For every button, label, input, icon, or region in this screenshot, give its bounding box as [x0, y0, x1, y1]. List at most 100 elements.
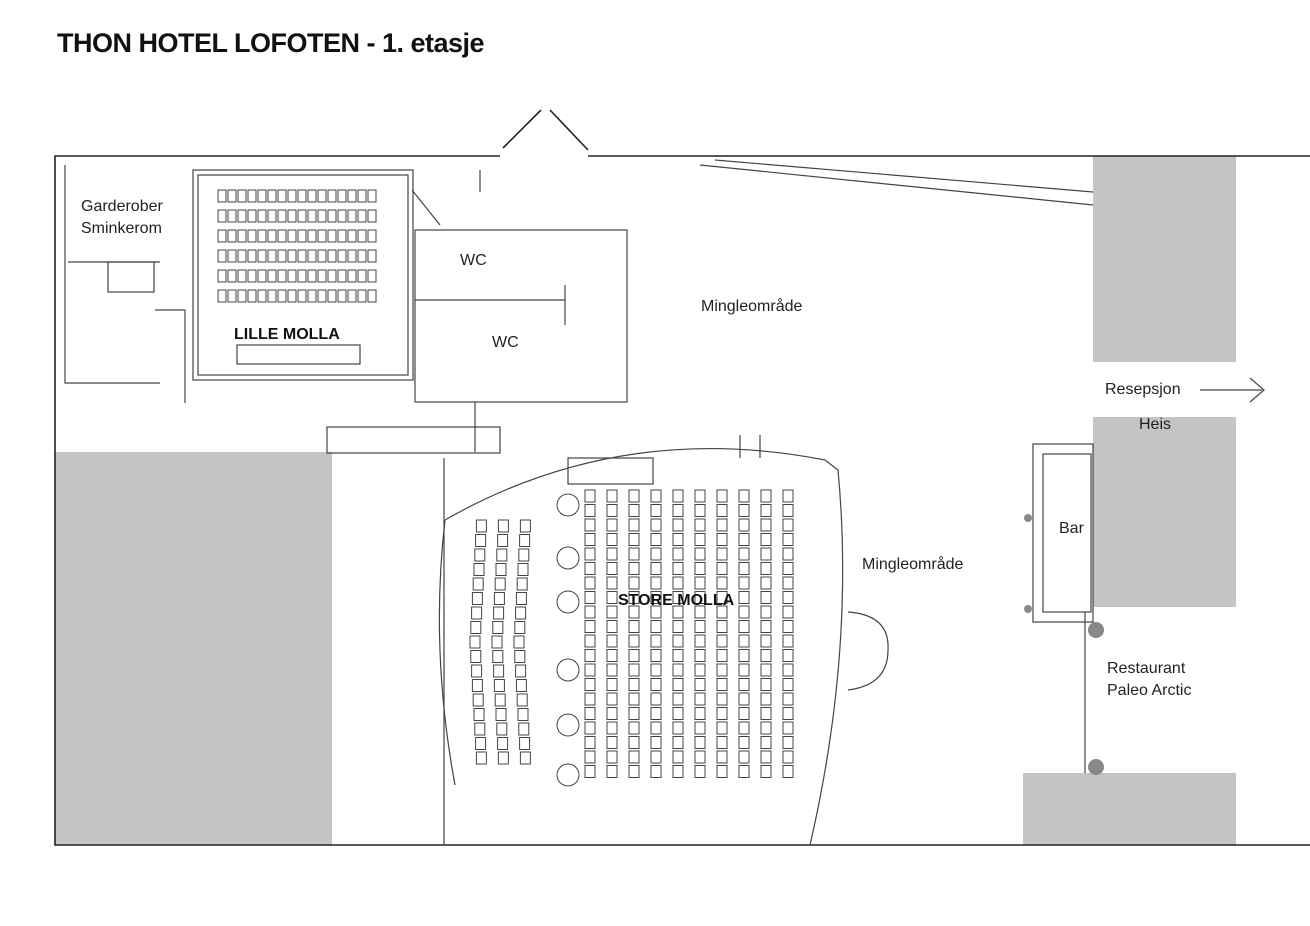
- seat: [584, 721, 596, 735]
- seat: [513, 635, 525, 649]
- seat: [347, 209, 357, 223]
- seat: [760, 591, 772, 604]
- seat: [497, 519, 509, 533]
- seat: [716, 547, 728, 561]
- seat: [494, 693, 506, 707]
- seat: [650, 692, 662, 706]
- seat: [237, 269, 247, 283]
- seat: [606, 721, 618, 735]
- seat: [672, 692, 684, 706]
- seat: [694, 721, 706, 735]
- seat: [584, 663, 596, 677]
- stairs: [567, 457, 654, 485]
- seat: [519, 751, 531, 765]
- seat: [470, 650, 482, 663]
- seat: [672, 736, 684, 749]
- seat: [760, 721, 772, 735]
- seat: [327, 209, 337, 223]
- seat: [650, 504, 662, 517]
- seat: [694, 518, 706, 532]
- seat: [760, 504, 772, 517]
- seat: [327, 249, 337, 263]
- seat: [584, 562, 596, 575]
- blocked-area: [55, 452, 332, 845]
- seat: [628, 736, 640, 749]
- seat: [493, 606, 505, 620]
- seat: [760, 765, 772, 778]
- wheelchair-space-icon: [556, 658, 580, 682]
- seat: [606, 547, 618, 561]
- seat: [227, 209, 237, 223]
- seat: [782, 634, 794, 648]
- seat: [782, 692, 794, 706]
- seat: [317, 289, 327, 303]
- seat: [584, 504, 596, 517]
- seat: [297, 269, 307, 283]
- seat: [514, 650, 526, 663]
- seat: [628, 547, 640, 561]
- wheelchair-space-icon: [556, 713, 580, 737]
- interior-walls: [64, 159, 1265, 846]
- seat: [327, 229, 337, 243]
- seat: [584, 750, 596, 764]
- seat: [267, 249, 277, 263]
- seat: [584, 533, 596, 546]
- seat: [782, 649, 794, 662]
- seat: [782, 678, 794, 691]
- seat: [584, 591, 596, 604]
- seat: [307, 249, 317, 263]
- seat: [738, 649, 750, 662]
- seat: [494, 577, 506, 591]
- seat: [672, 489, 684, 503]
- seat: [606, 663, 618, 677]
- seat: [628, 663, 640, 677]
- seat: [227, 289, 237, 303]
- seat: [628, 634, 640, 648]
- seat: [514, 621, 526, 634]
- seat: [672, 547, 684, 561]
- seat: [584, 489, 596, 503]
- screen: [236, 344, 361, 365]
- seat: [650, 649, 662, 662]
- seat: [672, 533, 684, 546]
- room-store-molla[interactable]: STORE MOLLA: [618, 592, 735, 609]
- seat: [584, 707, 596, 720]
- seat: [650, 547, 662, 561]
- seat: [650, 591, 662, 604]
- seat: [672, 678, 684, 691]
- seat: [672, 634, 684, 648]
- seat: [317, 209, 327, 223]
- seat: [738, 707, 750, 720]
- seat: [738, 547, 750, 561]
- seat: [628, 707, 640, 720]
- seat: [716, 576, 728, 590]
- seat: [606, 634, 618, 648]
- seat: [247, 209, 257, 223]
- seat: [650, 620, 662, 633]
- seat: [782, 504, 794, 517]
- seat: [650, 765, 662, 778]
- seat: [606, 605, 618, 619]
- seat: [347, 269, 357, 283]
- seat: [287, 269, 297, 283]
- seat: [317, 229, 327, 243]
- seat: [472, 577, 484, 591]
- seating: [217, 189, 794, 787]
- seat: [287, 189, 297, 203]
- seat: [297, 289, 307, 303]
- seat: [337, 209, 347, 223]
- seat: [694, 605, 706, 619]
- seat: [650, 489, 662, 503]
- seat: [584, 736, 596, 749]
- room-lille-molla[interactable]: LILLE MOLLA: [234, 326, 340, 343]
- seat: [606, 620, 618, 633]
- seat: [367, 269, 377, 283]
- seat: [716, 678, 728, 691]
- seat: [716, 620, 728, 633]
- seat: [237, 289, 247, 303]
- seat: [257, 229, 267, 243]
- seat: [782, 736, 794, 749]
- seat: [471, 606, 483, 620]
- seat: [628, 489, 640, 503]
- seat: [217, 189, 227, 203]
